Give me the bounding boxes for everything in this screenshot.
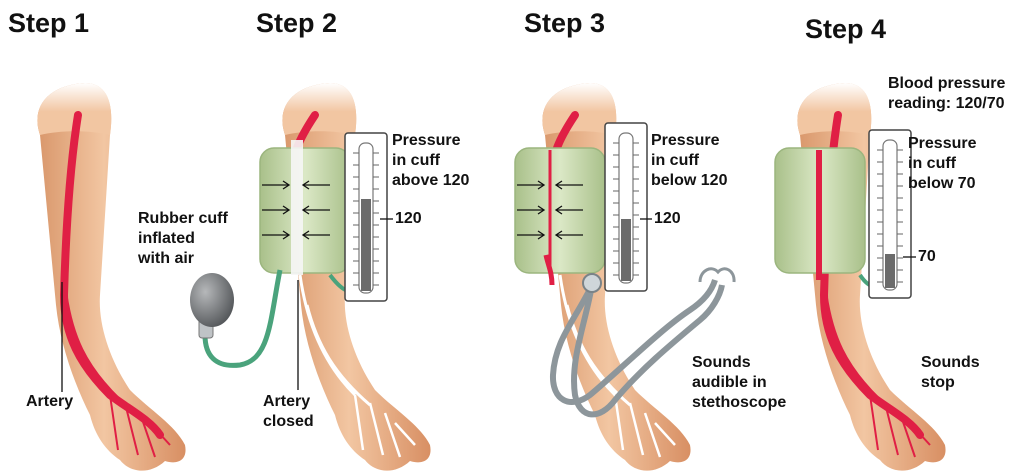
step-3-cuff — [515, 148, 605, 285]
step-2-gauge — [345, 133, 387, 301]
step-2-artery-closed-label: Artery closed — [263, 392, 314, 432]
step-3-sounds-label: Sounds audible in stethoscope — [692, 353, 786, 413]
step-1-artery-label: Artery — [26, 392, 73, 412]
step-4-title: Step 4 — [805, 14, 886, 45]
step-4-pressure-label: Pressure in cuff below 70 — [908, 134, 977, 194]
step-3-gauge — [605, 123, 647, 291]
step-4-gauge-value: 70 — [918, 247, 936, 267]
step-2-gauge-value: 120 — [395, 209, 422, 229]
step-3-gauge-value: 120 — [654, 209, 681, 229]
step-1-arm — [37, 83, 185, 471]
step-2-pressure-label: Pressure in cuff above 120 — [392, 131, 469, 191]
step-2-cuff-label: Rubber cuff inflated with air — [138, 209, 228, 269]
step-3-pressure-label: Pressure in cuff below 120 — [651, 131, 727, 191]
step-1-title: Step 1 — [8, 8, 89, 39]
step-4-reading-label: Blood pressure reading: 120/70 — [888, 74, 1005, 114]
step-2-title: Step 2 — [256, 8, 337, 39]
step-3-title: Step 3 — [524, 8, 605, 39]
step-4-gauge — [869, 130, 911, 298]
step-2-cuff — [260, 140, 350, 275]
step-4-sounds-label: Sounds stop — [921, 353, 980, 393]
